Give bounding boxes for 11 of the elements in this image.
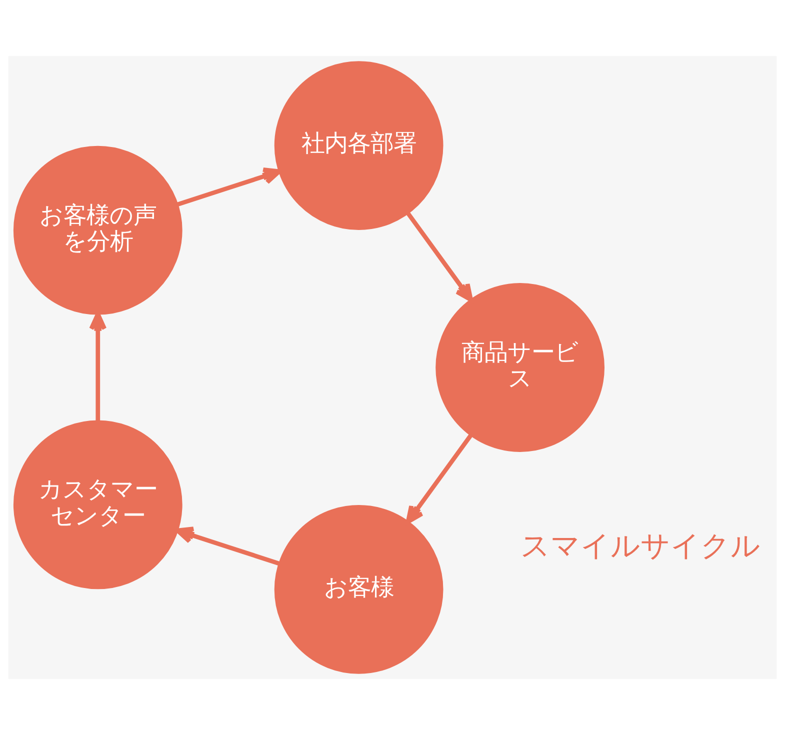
arrow [175,526,280,566]
arrow [406,212,473,302]
node-circle: 社内各部署 [274,61,444,230]
node-circle: カスタマーセンター [13,420,182,590]
node-circle: 商品サービス [436,283,605,452]
label: スマイルサイクル [520,528,761,562]
arrow [89,312,107,421]
node-circle: お客様 [274,505,444,674]
node-circle: お客様の声を分析 [13,146,182,315]
arrow [406,434,473,524]
arrow [176,168,282,207]
